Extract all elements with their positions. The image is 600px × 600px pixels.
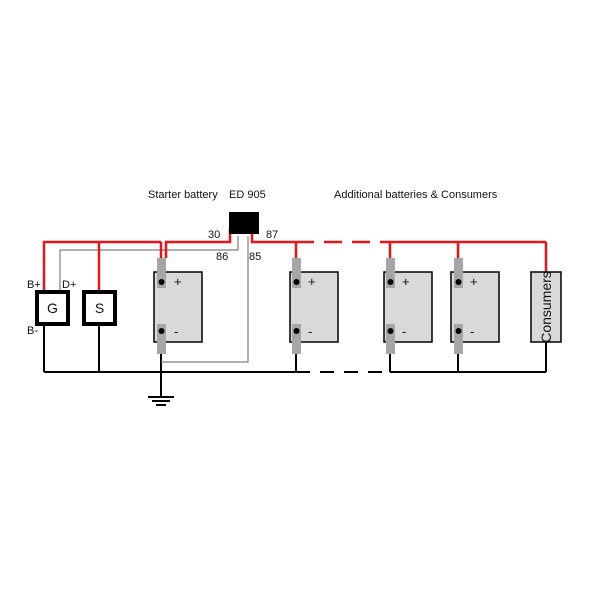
- battery-plus-label: +: [470, 274, 478, 289]
- starter-label: S: [95, 300, 104, 316]
- control-wires: [59, 236, 249, 363]
- battery-additional-2: + -: [383, 258, 433, 354]
- label-additional: Additional batteries & Consumers: [334, 189, 498, 201]
- label-b-plus: B+: [27, 279, 41, 291]
- battery-starter: + -: [153, 258, 203, 354]
- battery-minus-label: -: [174, 324, 178, 339]
- label-terminal-85: 85: [249, 251, 261, 263]
- relay-ed905: [229, 212, 259, 234]
- label-terminal-86: 86: [216, 251, 228, 263]
- label-b-minus: B-: [27, 325, 38, 337]
- battery-additional-3: + -: [450, 258, 500, 354]
- battery-plus-label: +: [174, 274, 182, 289]
- label-terminal-30: 30: [208, 229, 220, 241]
- ground-icon: [148, 396, 174, 406]
- battery-minus-label: -: [402, 324, 406, 339]
- battery-minus-label: -: [308, 324, 312, 339]
- positive-bus: [42, 228, 548, 292]
- label-d-plus: D+: [62, 279, 76, 291]
- battery-additional-1: + -: [289, 258, 339, 354]
- generator-label: G: [47, 300, 58, 316]
- battery-minus-label: -: [470, 324, 474, 339]
- battery-plus-label: +: [308, 274, 316, 289]
- label-relay: ED 905: [229, 189, 266, 201]
- label-starter-battery: Starter battery: [148, 189, 218, 201]
- label-terminal-87: 87: [266, 229, 278, 241]
- generator: G: [35, 290, 70, 326]
- battery-plus-label: +: [402, 274, 410, 289]
- consumers-label: Consumers: [538, 271, 554, 343]
- consumers-box: Consumers: [530, 271, 562, 343]
- negative-bus: [43, 325, 547, 397]
- starter: S: [82, 290, 117, 326]
